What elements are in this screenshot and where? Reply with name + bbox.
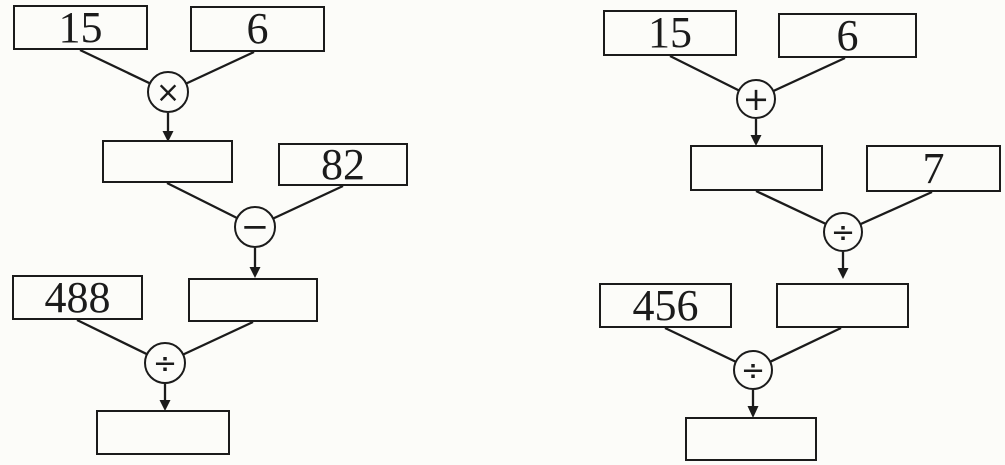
right-quotient-answer-box[interactable]: [776, 283, 909, 328]
right-divide-operator-2: ÷: [733, 350, 773, 390]
right-operand-box-7: 7: [866, 145, 1001, 192]
left-subtract-operator: −: [234, 206, 276, 248]
left-operand-box-488: 488: [12, 275, 143, 320]
left-divide-operator: ÷: [144, 342, 186, 384]
right-sum-answer-box[interactable]: [690, 145, 823, 191]
left-product-answer-box[interactable]: [102, 140, 233, 183]
right-divide-operator-1: ÷: [823, 212, 863, 252]
right-add-operator: +: [736, 79, 776, 119]
right-operand-box-6: 6: [778, 13, 917, 58]
left-operand-box-82: 82: [278, 142, 408, 186]
left-operand-box-15: 15: [13, 5, 148, 50]
left-operand-box-6: 6: [190, 6, 325, 52]
right-operand-box-456: 456: [599, 283, 732, 328]
left-multiply-operator: ×: [147, 71, 189, 113]
right-operand-box-15: 15: [603, 10, 737, 56]
right-final-answer-box[interactable]: [685, 417, 817, 461]
left-final-answer-box[interactable]: [96, 410, 230, 455]
left-difference-answer-box[interactable]: [188, 278, 318, 322]
